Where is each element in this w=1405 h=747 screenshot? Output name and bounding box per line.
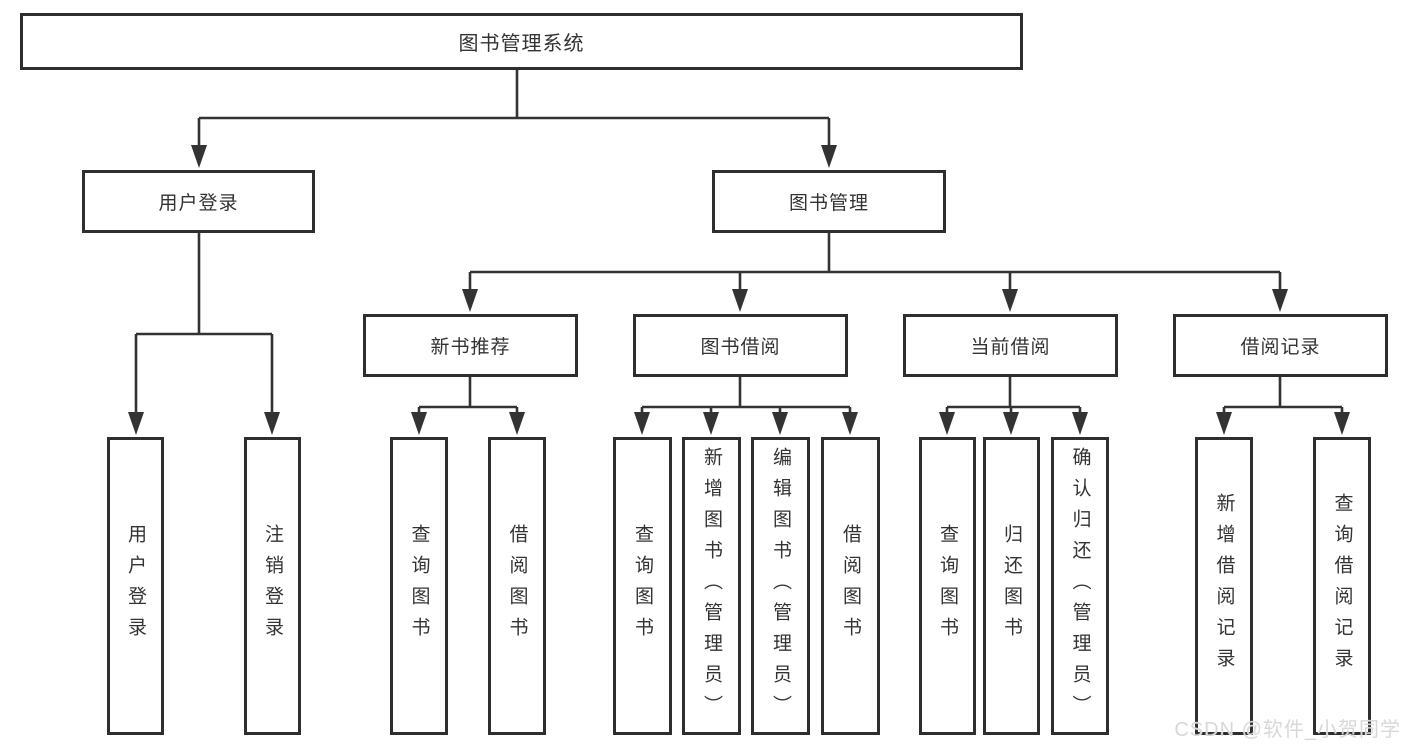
arrow-down-icon <box>1216 412 1232 435</box>
arrow-down-icon <box>264 412 280 435</box>
arrow-down-icon <box>1072 412 1088 435</box>
arrow-down-icon <box>732 289 748 312</box>
arrow-down-icon <box>1003 412 1019 435</box>
arrow-down-icon <box>1334 412 1350 435</box>
leaf-borrowing-add-books-admin: 新增图书（管理员） <box>682 437 741 735</box>
node-book-borrowing: 图书借阅 <box>633 314 848 377</box>
node-user-login: 用户登录 <box>82 170 315 233</box>
leaf-user-login: 用户登录 <box>107 437 164 735</box>
node-current-borrowing: 当前借阅 <box>903 314 1118 377</box>
leaf-recommend-query-books: 查询图书 <box>390 437 448 735</box>
leaf-records-query-record: 查询借阅记录 <box>1313 437 1371 735</box>
arrow-down-icon <box>634 412 650 435</box>
leaf-current-return-books: 归还图书 <box>983 437 1040 735</box>
leaf-borrowing-borrow-books: 借阅图书 <box>821 437 880 735</box>
leaf-records-add-record: 新增借阅记录 <box>1195 437 1253 735</box>
leaf-recommend-borrow-books: 借阅图书 <box>488 437 546 735</box>
leaf-current-query-books: 查询图书 <box>919 437 976 735</box>
node-library-management-system: 图书管理系统 <box>20 13 1023 70</box>
leaf-logout: 注销登录 <box>244 437 301 735</box>
arrow-down-icon <box>939 412 955 435</box>
node-borrowing-records: 借阅记录 <box>1173 314 1388 377</box>
node-new-book-recommendation: 新书推荐 <box>363 314 578 377</box>
watermark: CSDN @软件_小贺同学 <box>1174 719 1401 741</box>
arrow-down-icon <box>411 412 427 435</box>
arrow-down-icon <box>191 145 207 168</box>
leaf-current-confirm-return-admin: 确认归还（管理员） <box>1051 437 1109 735</box>
arrow-down-icon <box>1002 289 1018 312</box>
arrow-down-icon <box>772 412 788 435</box>
arrow-down-icon <box>128 412 144 435</box>
arrow-down-icon <box>842 412 858 435</box>
leaf-borrowing-query-books: 查询图书 <box>613 437 672 735</box>
arrow-down-icon <box>703 412 719 435</box>
leaf-borrowing-edit-books-admin: 编辑图书（管理员） <box>751 437 810 735</box>
arrow-down-icon <box>821 145 837 168</box>
arrow-down-icon <box>509 412 525 435</box>
arrow-down-icon <box>1272 289 1288 312</box>
arrow-down-icon <box>462 289 478 312</box>
node-book-management: 图书管理 <box>712 170 946 233</box>
